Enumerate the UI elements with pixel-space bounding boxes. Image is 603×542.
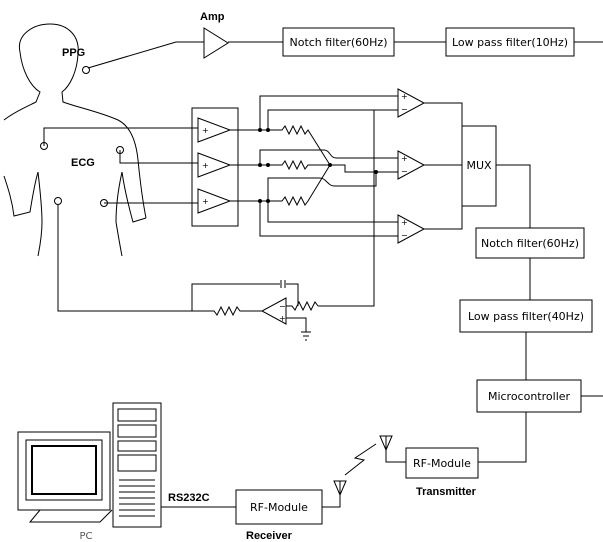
- rf-module-rx-label: RF-Module: [250, 501, 308, 514]
- svg-text:+: +: [202, 161, 209, 170]
- mux-box: [461, 125, 497, 207]
- ppg-notch-filter-label: Notch filter(60Hz): [289, 36, 387, 49]
- svg-text:−: −: [401, 167, 408, 176]
- microcontroller-label: Microcontroller: [488, 390, 571, 403]
- diff-amp-lead-2: [397, 150, 426, 180]
- diff-amp-lead-3: [397, 214, 426, 244]
- svg-text:−: −: [401, 231, 408, 240]
- right-leg-drive-amp: [260, 297, 287, 325]
- svg-text:−: −: [279, 302, 286, 311]
- svg-text:+: +: [202, 197, 209, 206]
- ppg-electrode: [82, 66, 90, 74]
- buffer-amp-1: [197, 117, 232, 143]
- svg-text:+: +: [401, 92, 408, 101]
- ecg-low-pass-filter-box: [459, 299, 593, 333]
- rs232c-label: RS232C: [168, 492, 210, 504]
- microcontroller-box: [476, 379, 582, 413]
- receiver-label: Receiver: [246, 530, 293, 542]
- ppg-low-pass-filter-box: [445, 27, 575, 57]
- ecg-label: ECG: [71, 157, 95, 169]
- pc-computer-icon: [17, 402, 162, 528]
- diff-amp-lead-1: [397, 88, 426, 118]
- svg-text:−: −: [401, 105, 408, 114]
- buffer-amp-3: [197, 188, 232, 214]
- human-body-outline: [3, 23, 147, 257]
- svg-text:+: +: [279, 314, 286, 323]
- ecg-notch-filter-label: Notch filter(60Hz): [481, 237, 579, 250]
- rf-module-tx-box: [405, 447, 479, 479]
- ppg-amplifier: [203, 27, 229, 59]
- pc-label: PC: [79, 531, 92, 542]
- svg-text:+: +: [202, 126, 209, 135]
- ppg-low-pass-filter-label: Low pass filter(10Hz): [452, 36, 568, 49]
- svg-text:+: +: [401, 218, 408, 227]
- amp-label: Amp: [200, 11, 225, 23]
- svg-text:+: +: [401, 154, 408, 163]
- wireless-link-icon: [344, 443, 377, 476]
- tx-antenna-icon: [379, 435, 393, 452]
- ecg-electrode-left-leg: [54, 197, 62, 205]
- buffer-amp-2: [197, 152, 232, 178]
- ecg-notch-filter-box: [475, 227, 585, 259]
- transmitter-label: Transmitter: [416, 486, 477, 498]
- ppg-label: PPG: [62, 47, 85, 59]
- mux-label: MUX: [466, 159, 492, 172]
- ecg-low-pass-filter-label: Low pass filter(40Hz): [468, 310, 584, 323]
- rf-module-tx-label: RF-Module: [413, 457, 471, 470]
